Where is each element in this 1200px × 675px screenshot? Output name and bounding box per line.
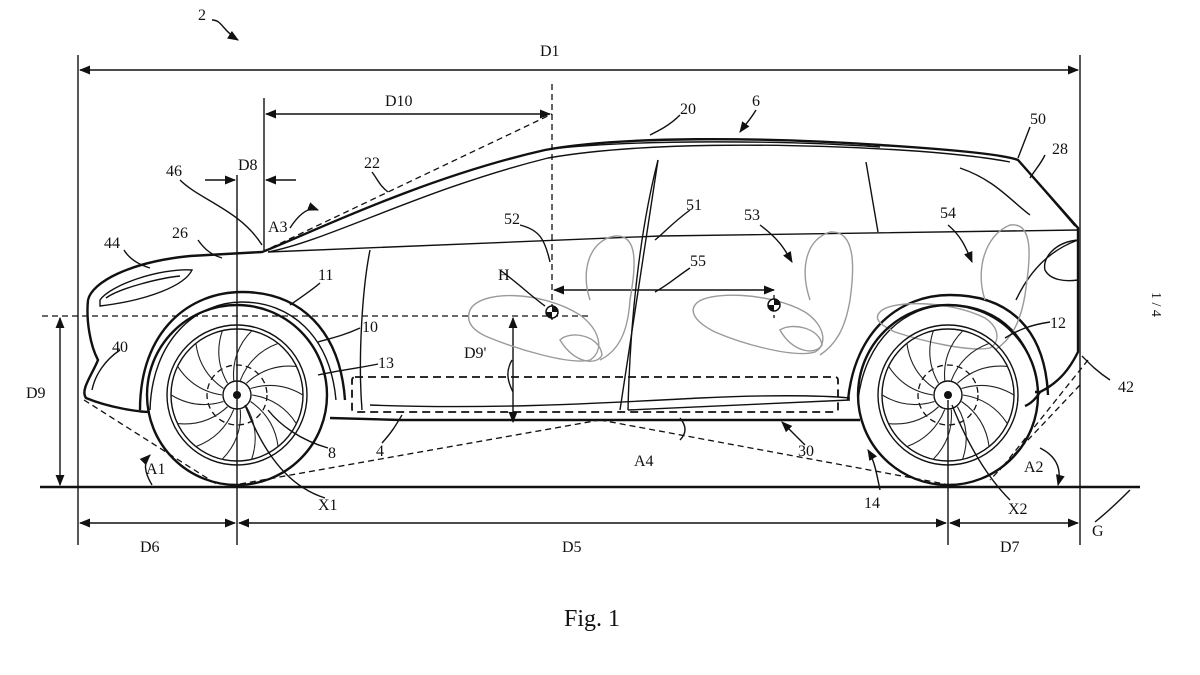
front-wheel-spoke	[232, 330, 253, 381]
label-d8: D8	[238, 157, 258, 174]
front-wheel-spoke	[221, 409, 242, 460]
rear-wheel-spoke	[950, 342, 990, 381]
label-front-bumper: 40	[112, 339, 128, 356]
label-windshield: 22	[364, 155, 380, 172]
rear-wheel-spoke	[881, 394, 935, 406]
front-wheel-spoke	[195, 343, 224, 389]
angle-labels: A1 A2 A3 A4	[146, 219, 1044, 478]
front-wheel-spoke	[195, 409, 235, 448]
label-hood: 26	[172, 225, 188, 242]
front-wheel-spoke	[245, 406, 256, 460]
front-wheel-spoke	[218, 330, 229, 384]
label-a4: A4	[634, 453, 654, 470]
label-roof: 6	[752, 93, 760, 110]
front-wheel-spoke	[246, 365, 297, 384]
rear-wheel-spoke	[906, 343, 935, 389]
label-seat-middle: 53	[744, 207, 760, 224]
sheet-number: 1 / 4	[1148, 292, 1163, 317]
reference-labels: 2 6 20 22 50 28 46 44 26 52 51 53 54 55 …	[104, 7, 1134, 512]
label-d9: D9	[26, 385, 46, 402]
label-rear-axle: X2	[1008, 501, 1028, 518]
label-seat-front: 52	[504, 211, 520, 228]
rear-wheel-spoke	[961, 401, 990, 447]
label-ground: G	[1092, 523, 1104, 540]
front-wheel-spoke	[177, 406, 228, 425]
label-seat-spacing: 55	[690, 253, 706, 270]
label-d6: D6	[140, 539, 160, 556]
rear-wheel-spoke	[961, 384, 1015, 396]
front-wheel-spoke	[250, 401, 279, 447]
rear-wheel-spoke	[888, 366, 934, 396]
label-battery: 4	[376, 443, 384, 460]
label-front-axle: X1	[318, 497, 338, 514]
dimension-labels: D1 D10 D8 D9 D9' D6 D5 D7 H X1 X2 G	[26, 43, 1104, 556]
label-roof-line: 20	[680, 101, 696, 118]
label-a2: A2	[1024, 459, 1044, 476]
label-d7: D7	[1000, 539, 1020, 556]
label-rear: 28	[1052, 141, 1068, 158]
extension-lines	[77, 55, 1081, 545]
label-rear-arch: 12	[1050, 315, 1066, 332]
front-wheel-spoke	[251, 394, 297, 424]
rear-wheel-spoke	[906, 409, 946, 448]
label-a1: A1	[146, 461, 166, 478]
label-front-tire: 13	[378, 355, 394, 372]
front-wheel	[145, 303, 329, 487]
label-d10: D10	[385, 93, 413, 110]
front-wheel-spoke	[250, 384, 304, 396]
dimension-lines	[42, 65, 1080, 528]
battery-pack	[351, 376, 839, 413]
label-a3: A3	[268, 219, 288, 236]
rear-wheel-spoke	[943, 330, 964, 381]
label-rear-bumper: 42	[1118, 379, 1134, 396]
figure-caption: Fig. 1	[564, 606, 620, 632]
angle-lines	[83, 113, 1089, 487]
label-rear-wheel: 14	[864, 495, 880, 512]
label-front-arch: 11	[318, 267, 333, 284]
label-front-wheel: 10	[362, 319, 378, 336]
rear-wheel-spoke	[957, 365, 1008, 384]
label-headlamp: 44	[104, 235, 120, 252]
label-d1: D1	[540, 43, 560, 60]
label-vehicle: 2	[198, 7, 206, 24]
label-hood-edge: 46	[166, 163, 182, 180]
leader-lines	[91, 19, 1131, 523]
label-d9-prime: D9'	[464, 345, 487, 362]
rear-wheel-spoke	[962, 394, 1008, 424]
rear-wheel-spoke	[932, 409, 953, 460]
label-rear-top: 50	[1030, 111, 1046, 128]
front-wheel-spoke	[239, 342, 279, 381]
label-hip-point: H	[498, 267, 510, 284]
rear-wheel-spoke	[956, 406, 967, 460]
vehicle-body	[83, 137, 1080, 422]
label-d5: D5	[562, 539, 582, 556]
hip-points	[545, 298, 781, 319]
seats	[467, 224, 1030, 362]
front-wheel-spoke	[170, 394, 224, 406]
label-pillar: 51	[686, 197, 702, 214]
rear-wheel	[856, 303, 1040, 487]
label-underbody: 30	[798, 443, 814, 460]
label-seat-rear: 54	[940, 205, 956, 222]
rear-wheel-spoke	[929, 330, 940, 384]
label-front-hub: 8	[328, 445, 336, 462]
front-wheel-spoke	[177, 366, 223, 396]
rear-wheel-spoke	[888, 406, 939, 425]
